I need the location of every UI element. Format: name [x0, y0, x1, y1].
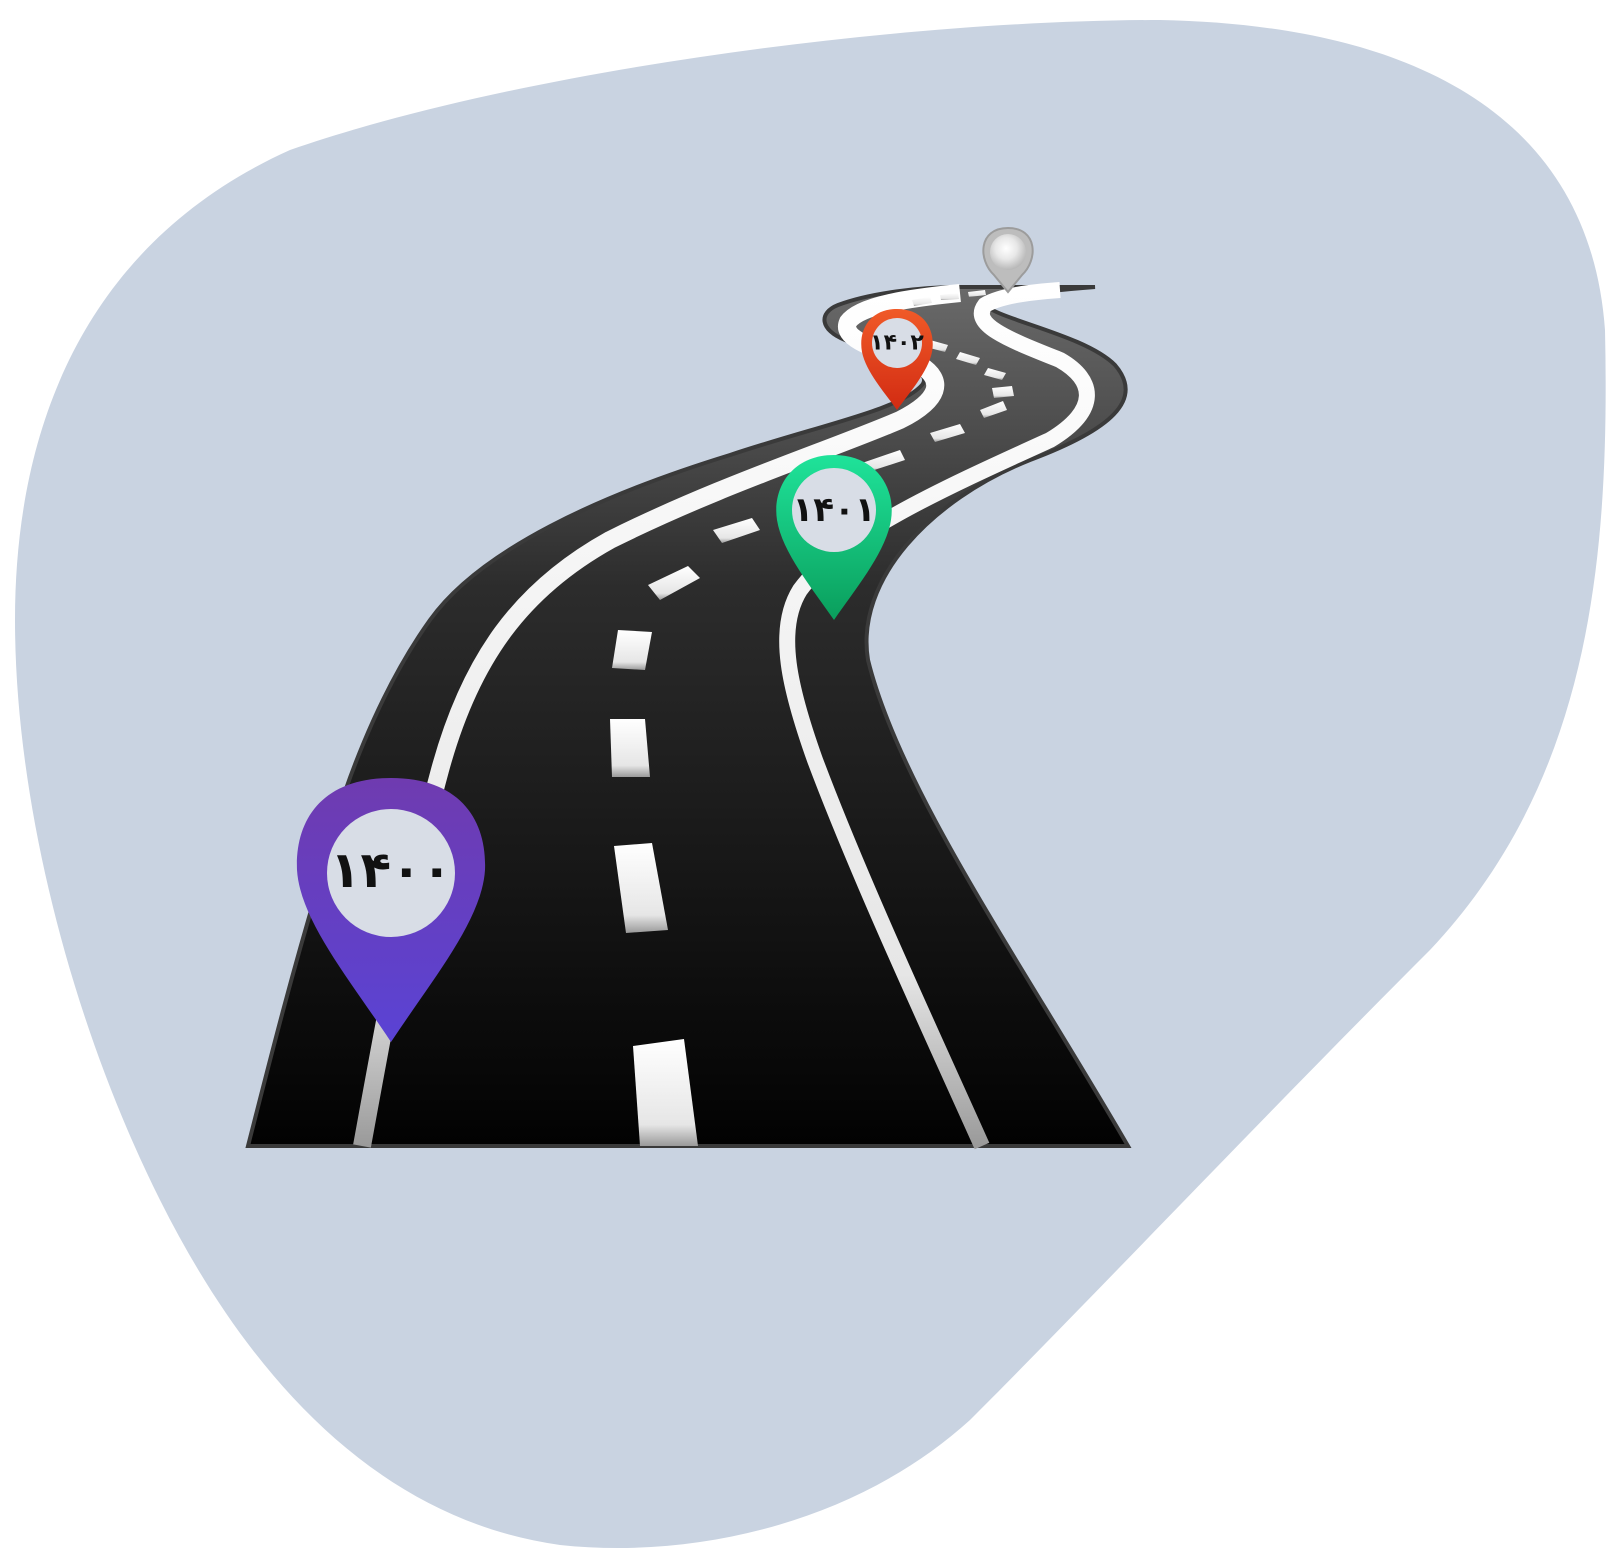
milestone-label-1400: ۱۴۰۰: [330, 841, 452, 899]
milestone-label-1401: ۱۴۰۱: [792, 490, 875, 530]
milestone-label-1402: ۱۴۰۲: [870, 331, 924, 356]
